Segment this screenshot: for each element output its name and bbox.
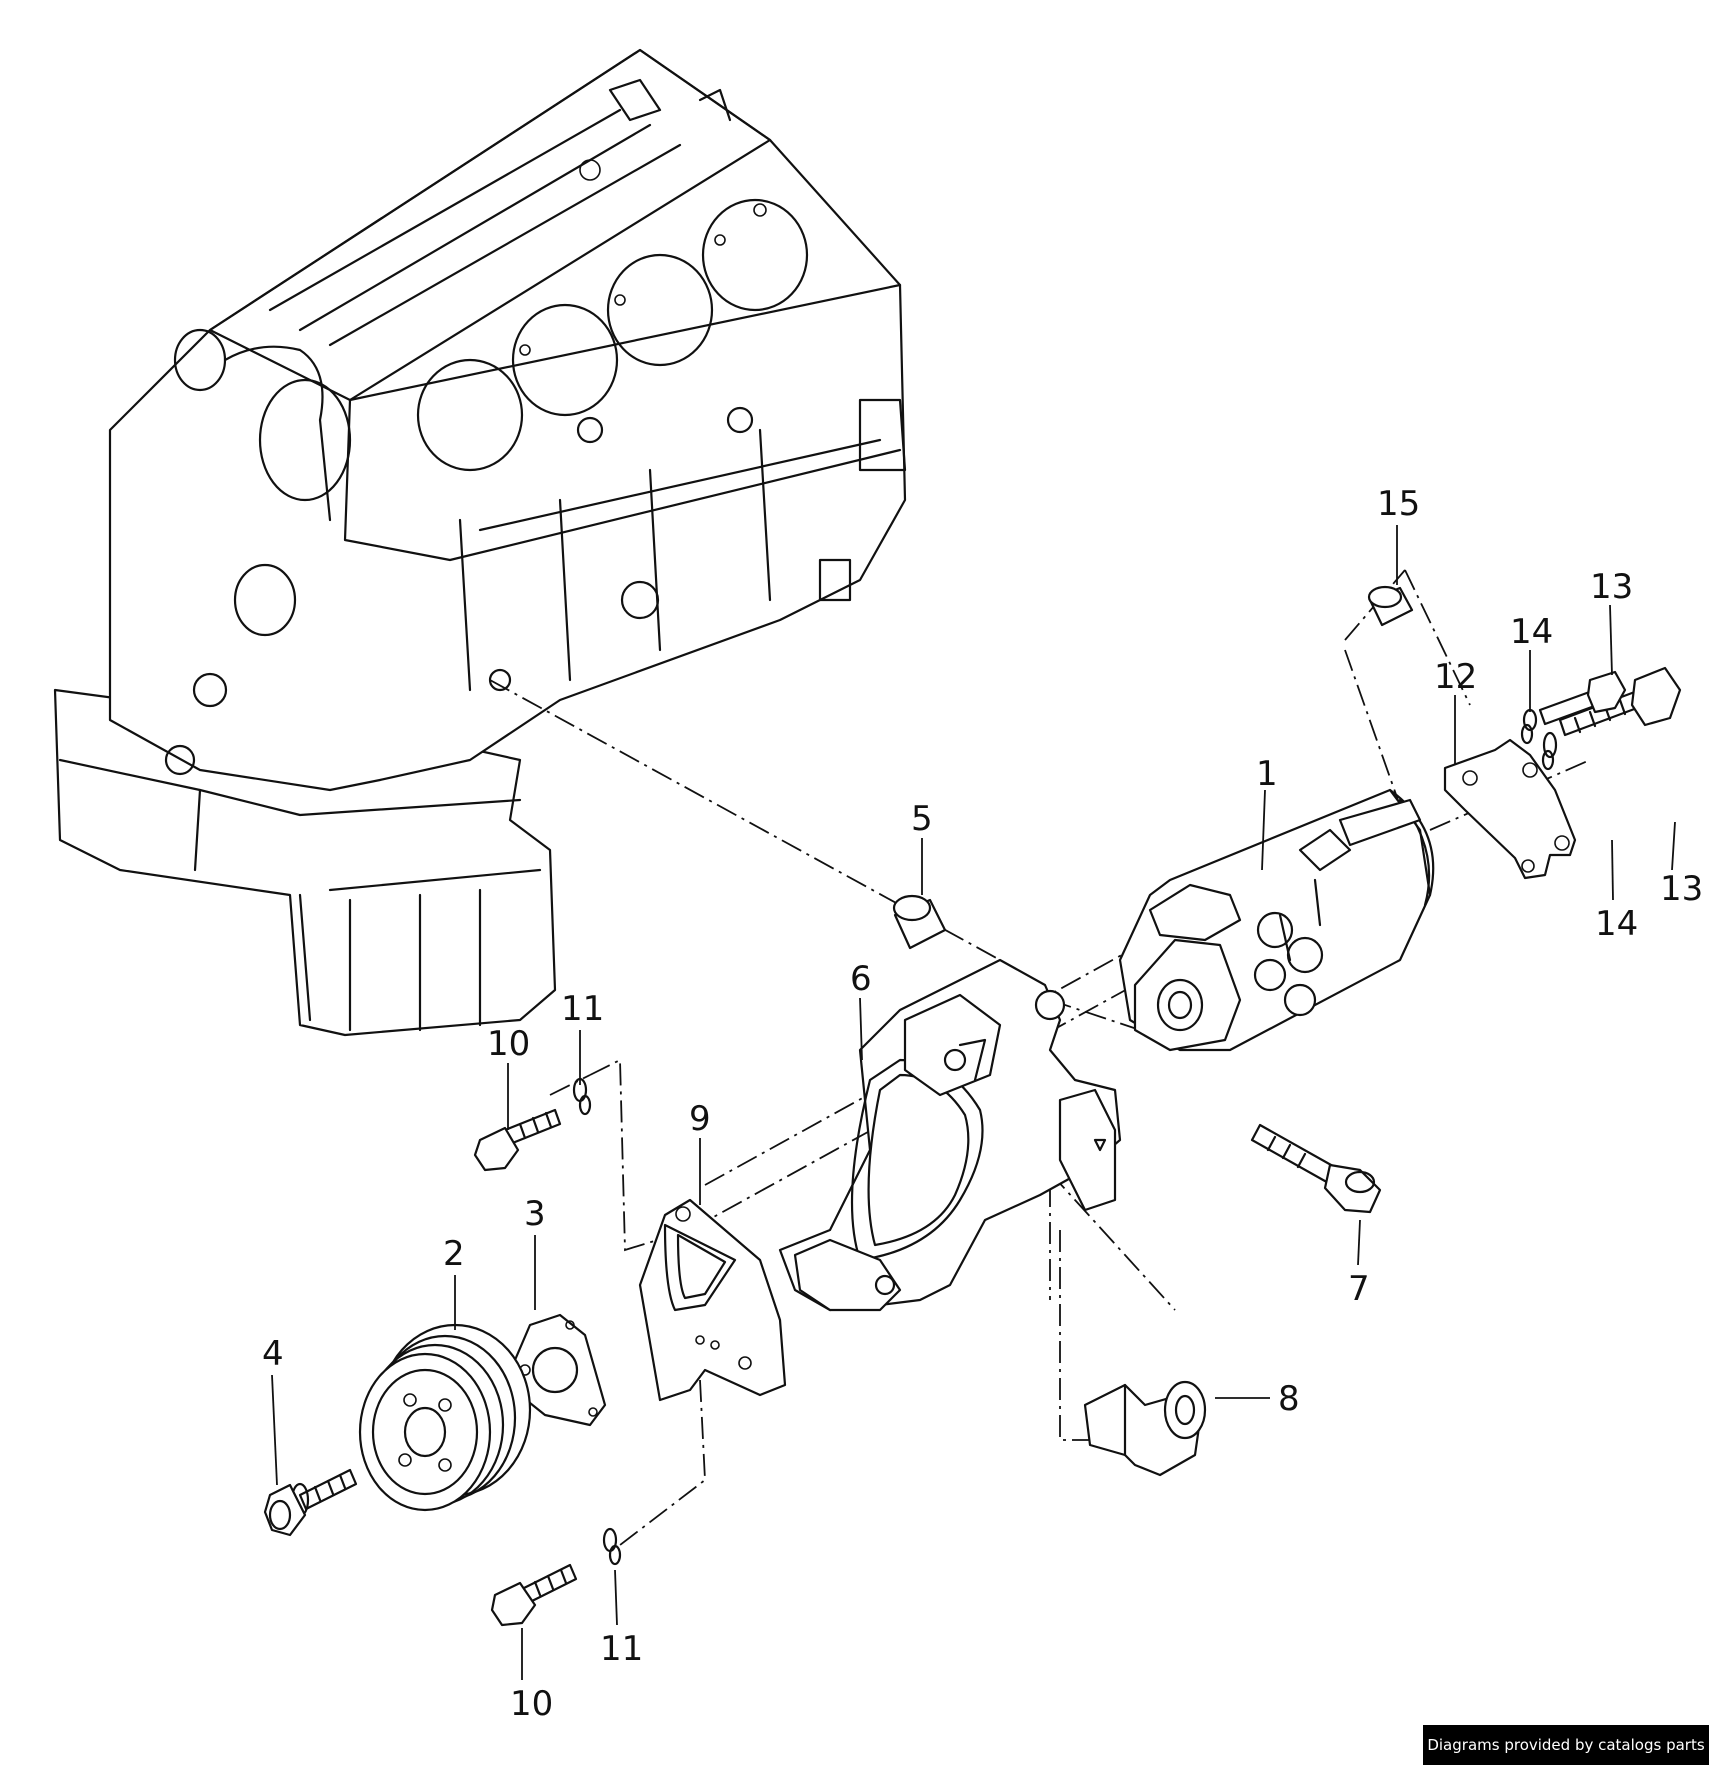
washer-11-upper [572,1077,592,1116]
callout-10-lower: 10 [510,1684,553,1724]
callout-9: 9 [689,1099,711,1139]
callout-12: 12 [1434,657,1477,697]
callout-6: 6 [850,959,872,999]
pulley-2 [358,1323,532,1512]
callout-14-lower: 14 [1595,904,1638,944]
bolt-7 [1250,1123,1382,1214]
callout-15: 15 [1377,484,1420,524]
main-bracket [778,958,1122,1312]
engine-block [53,48,907,1037]
diagram-credit: Diagrams provided by catalogs parts [1423,1725,1709,1765]
callout-numbers: 1 2 3 4 5 6 7 8 9 10 10 11 11 12 13 13 1… [262,484,1703,1724]
callout-13-lower: 13 [1660,869,1703,909]
sleeve-5 [892,894,947,950]
sleeve-15 [1367,585,1414,627]
bolt-4 [263,1468,358,1537]
callout-2: 2 [443,1234,465,1274]
washer-11-lower [602,1527,622,1566]
leader-lines [271,525,1676,1680]
cover-plate-9 [638,1198,787,1402]
mount-8 [1083,1380,1207,1477]
callout-1: 1 [1256,754,1278,794]
callout-11-lower: 11 [600,1629,643,1669]
callout-8: 8 [1278,1379,1300,1419]
callout-7: 7 [1348,1269,1370,1309]
callout-5: 5 [911,799,933,839]
callout-14-upper: 14 [1510,612,1553,652]
bolts-13-washers-14 [1520,666,1682,771]
power-steering-pump [1118,788,1435,1052]
bolt-10-upper [473,1108,562,1172]
support-bracket-plate [1443,738,1577,880]
callout-3: 3 [524,1194,546,1234]
callout-13-upper: 13 [1590,567,1633,607]
bolt-10-lower [490,1563,578,1627]
callout-10-upper: 10 [487,1024,530,1064]
callout-11-upper: 11 [561,989,604,1029]
callout-4: 4 [262,1334,284,1374]
